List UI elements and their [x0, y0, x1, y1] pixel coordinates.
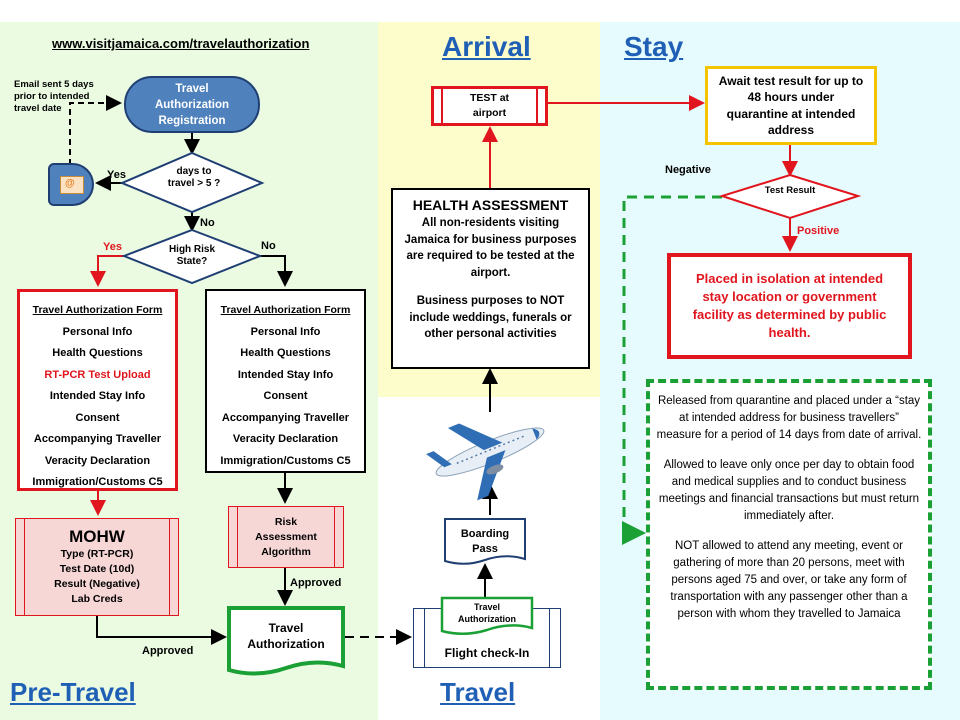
section-title-travel: Travel: [440, 677, 516, 707]
travel-auth-label: Travel Authorization: [247, 621, 325, 651]
risk-yes-label: Yes: [103, 241, 122, 253]
released-box: Released from quarantine and placed unde…: [646, 379, 932, 690]
positive-label: Positive: [797, 225, 840, 237]
days-no-label: No: [200, 217, 215, 229]
form-right-item: Accompanying Traveller: [221, 411, 350, 424]
form-left-item: Personal Info: [62, 325, 133, 338]
form-right-item: Veracity Declaration: [232, 433, 339, 445]
form-left-title: Travel Authorization Form: [32, 304, 163, 316]
mohw-line: Lab Creds: [71, 593, 123, 605]
days-decision-diamond: [119, 151, 265, 214]
days-yes-label: Yes: [107, 169, 126, 181]
mohw-line: Result (Negative): [54, 578, 140, 590]
form-left-item: Health Questions: [52, 347, 143, 359]
approved-label-left: Approved: [142, 645, 194, 657]
form-right-item: Health Questions: [240, 347, 331, 359]
risk-decision-diamond: [121, 228, 263, 285]
form-left-item: RT-PCR Test Upload: [44, 368, 151, 381]
form-right-item: Immigration/Customs C5: [220, 454, 351, 467]
risk-no-label: No: [261, 240, 276, 252]
flight-tab-label: Travel Authorization: [458, 602, 516, 624]
risk-algorithm-box: Risk Assessment Algorithm: [228, 506, 344, 568]
form-left-item: Immigration/Customs C5: [32, 476, 163, 488]
health-assessment-p1: All non-residents visiting Jamaica for b…: [404, 217, 577, 279]
registration-terminator: Travel Authorization Registration: [124, 76, 260, 133]
health-assessment-title: HEALTH ASSESSMENT: [412, 197, 569, 213]
await-result-box: Await test result for up to 48 hours und…: [705, 66, 877, 145]
test-result-label: Test Result: [764, 185, 816, 196]
section-title-pre-travel: Pre-Travel: [10, 677, 136, 707]
released-p1: Released from quarantine and placed unde…: [656, 395, 922, 441]
registration-label: Travel Authorization Registration: [154, 82, 230, 127]
flight-checkin-label: Flight check-In: [444, 646, 530, 660]
form-right-title: Travel Authorization Form: [220, 304, 351, 316]
email-icon: @: [48, 163, 94, 206]
boarding-pass-label: Boarding Pass: [460, 528, 510, 555]
health-assessment-box: HEALTH ASSESSMENT All non-residents visi…: [391, 188, 590, 369]
released-p2: Allowed to leave only once per day to ob…: [658, 459, 920, 522]
test-result-diamond: [718, 173, 862, 220]
mohw-title: MOHW: [69, 527, 125, 546]
health-assessment-p2: Business purposes to NOT include wedding…: [409, 295, 572, 340]
await-result-label: Await test result for up to 48 hours und…: [718, 73, 864, 138]
test-airport-label: TEST at airport: [469, 92, 510, 119]
form-right-item: Personal Info: [250, 325, 321, 338]
isolation-label: Placed in isolation at intended stay loc…: [692, 271, 887, 340]
section-title-stay: Stay: [624, 31, 684, 62]
form-right-item: Consent: [263, 390, 308, 402]
risk-algorithm-label: Risk Assessment Algorithm: [255, 515, 317, 558]
url-link[interactable]: www.visitjamaica.com/travelauthorization: [52, 36, 310, 51]
form-left-box: Travel Authorization Form Personal Info …: [17, 289, 178, 491]
form-right-box: Travel Authorization Form Personal Info …: [205, 289, 366, 473]
negative-label: Negative: [665, 164, 711, 176]
form-left-item: Consent: [75, 411, 120, 424]
approved-label-right: Approved: [290, 577, 342, 589]
form-left-item: Intended Stay Info: [49, 390, 146, 402]
risk-decision-label: High Risk State?: [168, 244, 216, 267]
test-airport-box: TEST at airport: [431, 86, 548, 126]
days-decision-label: days to travel > 5 ?: [167, 166, 221, 189]
mohw-line: Type (RT-PCR): [60, 548, 134, 560]
mohw-line: Test Date (10d): [59, 563, 135, 575]
mohw-box: MOHW Type (RT-PCR) Test Date (10d) Resul…: [15, 518, 179, 616]
released-p3: NOT allowed to attend any meeting, event…: [670, 540, 908, 620]
form-left-item: Accompanying Traveller: [33, 433, 162, 445]
email-note: Email sent 5 days prior to intended trav…: [14, 79, 94, 114]
form-left-item: Veracity Declaration: [44, 454, 151, 467]
isolation-box: Placed in isolation at intended stay loc…: [667, 253, 912, 359]
form-right-item: Intended Stay Info: [237, 368, 334, 381]
section-title-arrival: Arrival: [442, 31, 531, 62]
